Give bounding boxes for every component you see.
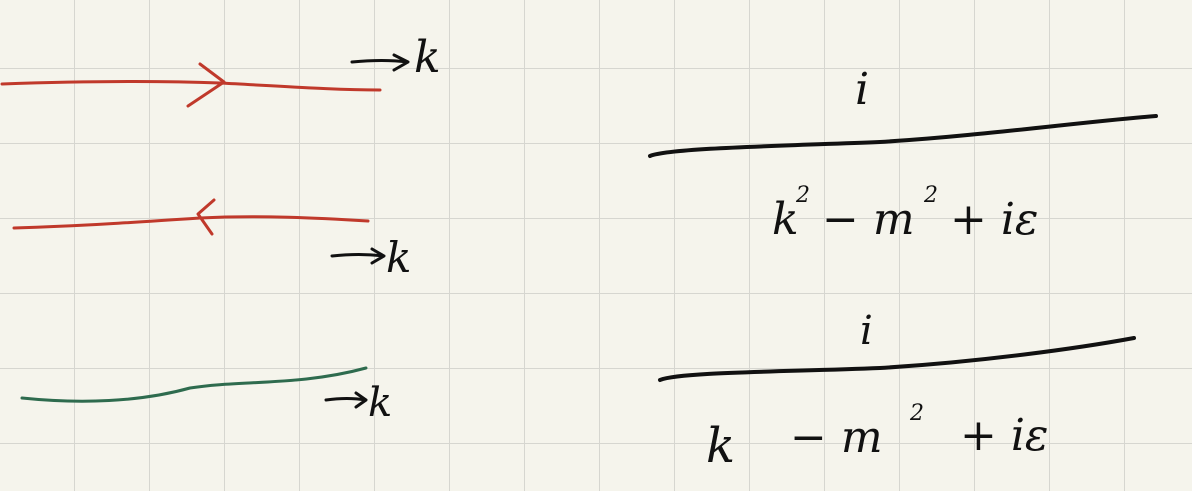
denominator-k-1: k — [772, 194, 799, 245]
green-propagator-line — [20, 366, 368, 403]
momentum-arrow-icon — [350, 53, 410, 72]
denominator-mass-2: − m — [790, 412, 883, 463]
denominator-mass-1: − m — [822, 194, 915, 245]
red-propagator-line-2 — [12, 215, 370, 230]
denominator-k-2: k — [706, 418, 735, 474]
fraction-bar-2 — [658, 336, 1136, 382]
propagator-expression-2: i k − m 2 + iε — [658, 308, 1136, 474]
denominator-mass-power-1: 2 — [923, 183, 938, 208]
propagator-row-3: k — [20, 366, 392, 426]
line-label-k-3: k — [368, 380, 392, 426]
propagator-row-1: k — [0, 32, 441, 108]
red-propagator-line-1 — [0, 79, 382, 92]
denominator-epsilon-1: + iε — [950, 194, 1039, 245]
line-label-k-1: k — [414, 32, 441, 83]
denominator-epsilon-2: + iε — [960, 410, 1049, 461]
numerator-1: i — [855, 64, 869, 115]
arrow-right-icon — [186, 62, 226, 108]
propagator-row-2: k — [12, 198, 411, 282]
line-label-k-2: k — [386, 233, 411, 282]
numerator-2: i — [860, 308, 873, 354]
denominator-k-power-1: 2 — [795, 183, 810, 208]
momentum-arrow-icon — [324, 391, 368, 409]
arrow-left-icon — [196, 198, 216, 236]
propagator-expression-1: i k 2 − m 2 + iε — [648, 64, 1158, 245]
momentum-arrow-icon — [330, 247, 386, 265]
fraction-bar-1 — [648, 114, 1158, 158]
denominator-mass-power-2: 2 — [909, 401, 924, 426]
